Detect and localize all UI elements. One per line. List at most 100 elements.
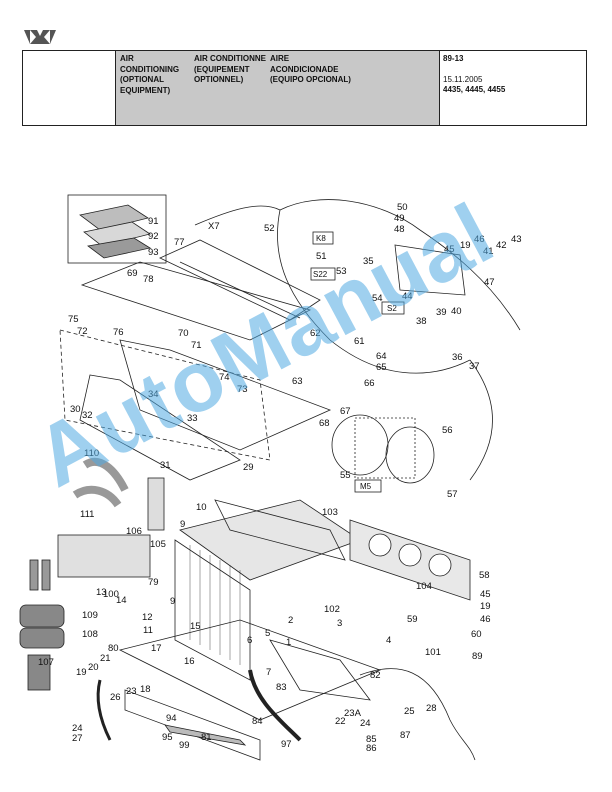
part-number: 19 (460, 240, 471, 251)
title-french: AIR CONDITIONNE (EQUIPEMENT OPTIONNEL) (194, 54, 266, 84)
part-number: 74 (219, 372, 230, 383)
part-number: 103 (322, 507, 338, 518)
part-number: 35 (363, 256, 374, 267)
filter-element-shape (87, 237, 152, 259)
part-number: 102 (324, 604, 340, 615)
part-number: 24 (72, 723, 83, 734)
brand-logo-icon (24, 30, 56, 44)
part-number: 49 (394, 213, 405, 224)
part-number: 80 (108, 643, 119, 654)
part-number: 73 (237, 384, 248, 395)
part-number: K8 (316, 234, 326, 243)
m5-label-box (354, 479, 382, 493)
part-number: 75 (68, 314, 79, 325)
part-number: 45 (480, 589, 491, 600)
inner-housing-outline (119, 339, 332, 451)
part-number: 81 (201, 732, 212, 743)
part-number: 50 (397, 202, 408, 213)
part-number: 34 (148, 389, 159, 400)
part-number: 9 (180, 519, 185, 530)
part-number: 44 (402, 291, 413, 302)
part-number: 27 (72, 733, 83, 744)
part-number: 36 (452, 352, 463, 363)
title-block-description: AIR CONDITIONING (OPTIONAL EQUIPMENT) AI… (115, 51, 440, 125)
part-number: 106 (126, 526, 142, 537)
part-number: 86 (366, 743, 377, 754)
part-number: 28 (426, 703, 437, 714)
part-number: 55 (340, 470, 351, 481)
part-number: 100 (103, 589, 119, 600)
filter-panel-shape (79, 204, 149, 231)
part-number: 65 (376, 362, 387, 373)
part-number: 53 (336, 266, 347, 277)
part-number: 40 (451, 306, 462, 317)
reference-info: 89-13 15.11.2005 4435, 4445, 4455 (443, 54, 505, 96)
drain-hose-shape (72, 485, 122, 508)
drain-pipe-line (96, 679, 112, 741)
part-number: 24 (360, 718, 371, 729)
lower-tray-outline (79, 374, 241, 481)
part-number: 109 (82, 610, 98, 621)
part-number: 108 (82, 629, 98, 640)
part-number: 71 (191, 340, 202, 351)
part-number: 31 (160, 460, 171, 471)
part-number: 11 (143, 625, 153, 636)
part-number: 70 (178, 328, 189, 339)
part-number-labels: 91 92 93 X7 52 K8 51 S22 53 35 50 49 48 … (38, 202, 522, 754)
drain-hose-shape (82, 457, 129, 492)
model-list: 4435, 4445, 4455 (443, 85, 506, 94)
part-number: 69 (127, 268, 138, 279)
part-number: 51 (316, 251, 327, 262)
part-number: 92 (148, 231, 159, 242)
part-number: 18 (140, 684, 151, 695)
part-number: 107 (38, 657, 54, 668)
part-number: 6 (247, 635, 252, 646)
part-number: 97 (281, 739, 292, 750)
harness-branch2-line (469, 359, 493, 481)
part-number: 79 (148, 577, 159, 588)
part-number: 67 (340, 406, 351, 417)
part-number: 16 (184, 656, 195, 667)
part-number: 1 (286, 637, 291, 648)
housing-dashed-outline (59, 329, 271, 461)
vent-hole-shape (368, 533, 392, 557)
duct-outline (159, 239, 321, 321)
part-number: 59 (407, 614, 418, 625)
part-number: 47 (484, 277, 495, 288)
filter-mesh-shape (83, 221, 151, 247)
part-number: 62 (310, 328, 321, 339)
blower-housing-outline (354, 417, 416, 479)
part-number: 58 (479, 570, 490, 581)
base-tray-outline (118, 619, 382, 721)
valve-bracket-outline (394, 244, 466, 296)
title-english: AIR CONDITIONING (OPTIONAL EQUIPMENT) (120, 54, 180, 95)
section-code: 89-13 (443, 54, 464, 63)
title-spanish: AIRE ACONDICIONADE (EQUIPO OPCIONAL) (270, 54, 351, 84)
part-number: 32 (82, 410, 93, 421)
part-number: 15 (190, 621, 201, 632)
insulation-sleeve-shape (27, 654, 51, 691)
seal-strip-shape (29, 559, 39, 591)
part-number: 89 (472, 651, 483, 662)
part-number: 110 (84, 448, 99, 459)
part-number: X7 (208, 221, 220, 232)
s22-label-box (310, 267, 336, 281)
valve-plate-outline (269, 639, 371, 701)
vent-hole-shape (398, 543, 422, 567)
part-number: 60 (471, 629, 482, 640)
part-number: 26 (110, 692, 121, 703)
part-number: 64 (376, 351, 387, 362)
part-number: 3 (337, 618, 342, 629)
part-number: 22 (335, 716, 346, 727)
part-number: 104 (416, 581, 432, 592)
part-number: 5 (265, 628, 270, 639)
harness-wire-line (194, 199, 521, 331)
part-number: 77 (174, 237, 185, 248)
s2-label-box (381, 301, 405, 315)
part-number: 76 (113, 327, 124, 338)
part-number: 46 (474, 234, 485, 245)
part-number: 20 (88, 662, 99, 673)
part-number: 23 (126, 686, 137, 697)
gasket-shape (19, 604, 65, 628)
